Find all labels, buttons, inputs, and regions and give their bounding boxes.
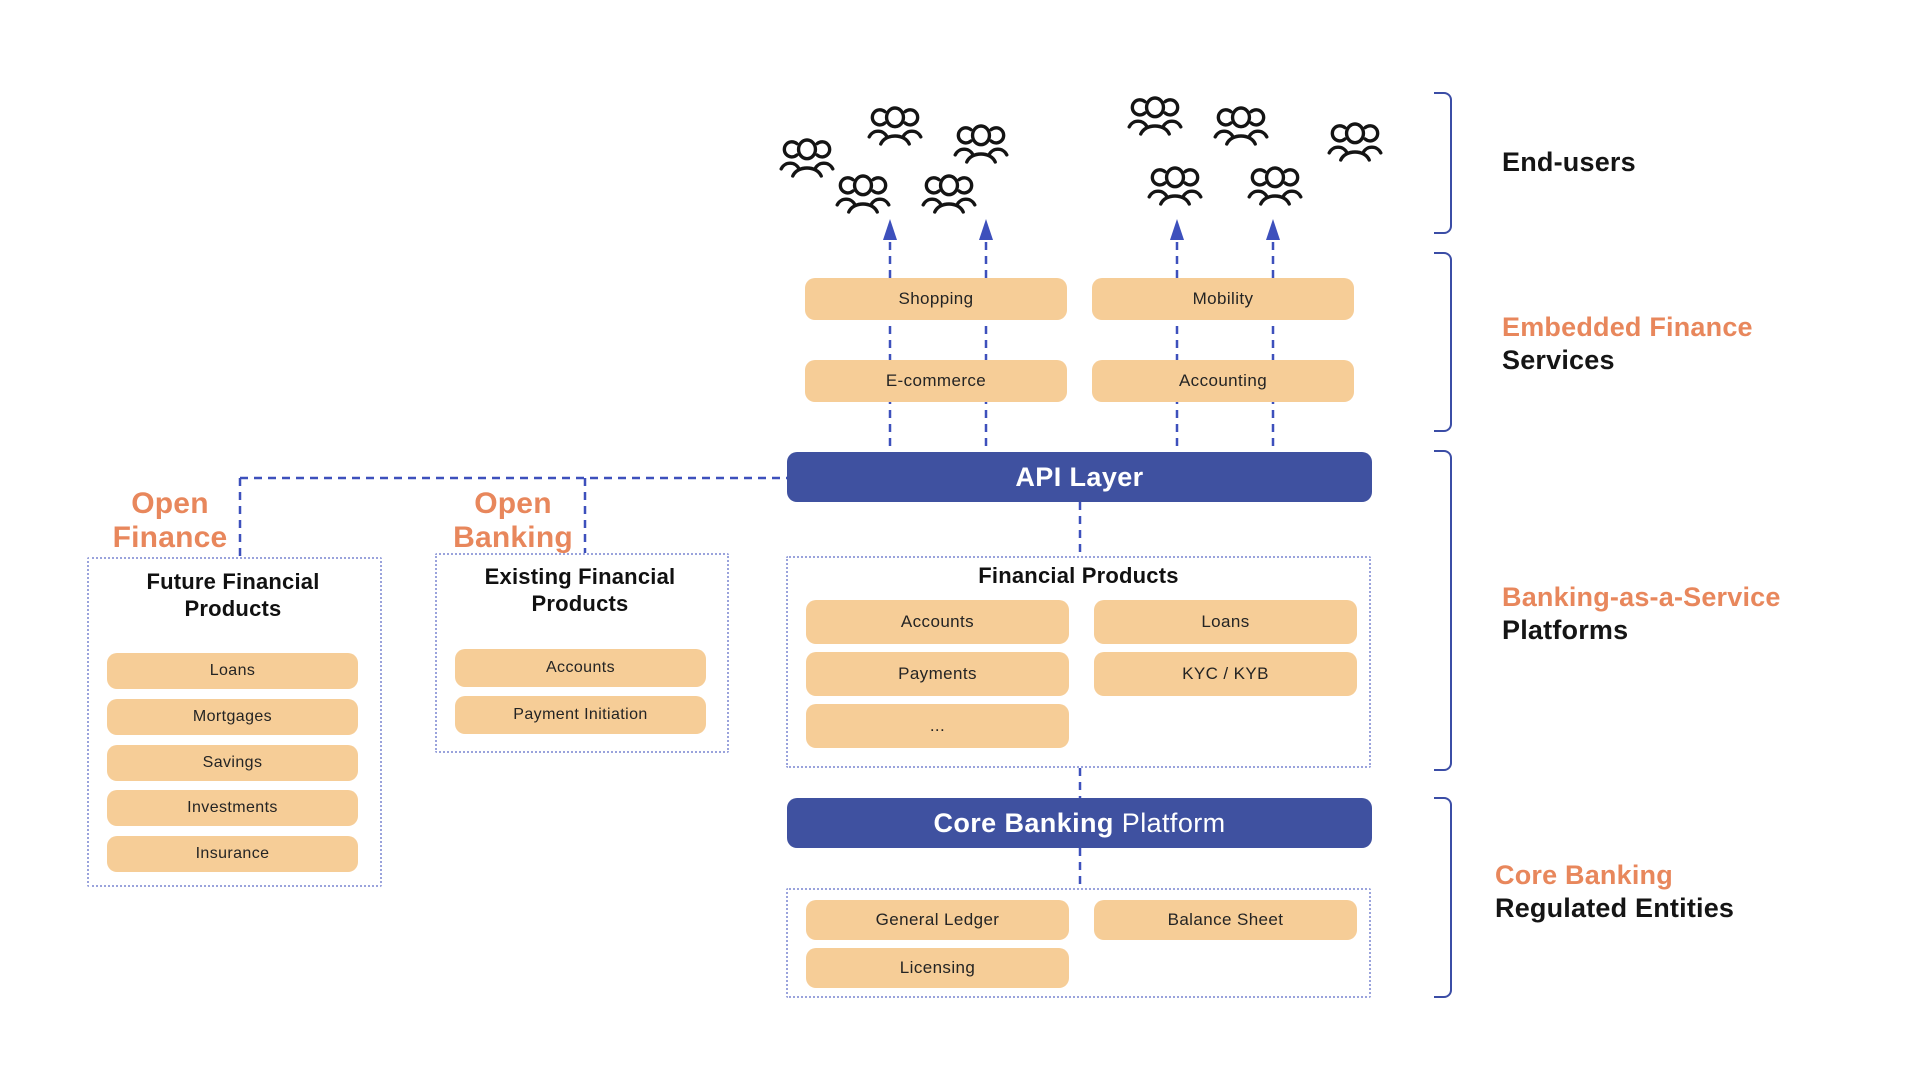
open-finance-title: Future Financial Products (146, 569, 320, 621)
label-embedded-finance: Embedded Finance Services (1502, 311, 1753, 377)
open-finance-item-mortgages: Mortgages (107, 699, 358, 735)
product-box-more: ... (806, 704, 1069, 748)
bracket-end-users (1434, 92, 1452, 234)
embedded-finance-rest-text: Services (1502, 345, 1615, 375)
financial-products-title: Financial Products (978, 563, 1179, 588)
service-box-ecommerce: E-commerce (805, 360, 1067, 402)
service-box-mobility: Mobility (1092, 278, 1354, 320)
open-banking-item-payment-initiation: Payment Initiation (455, 696, 706, 734)
arrowheads (883, 219, 1280, 240)
end-users-text: End-users (1502, 147, 1636, 177)
core-box-balance-sheet: Balance Sheet (1094, 900, 1357, 940)
bracket-embedded-finance (1434, 252, 1452, 432)
baas-rest-text: Platforms (1502, 615, 1629, 645)
users-group-icon (920, 172, 978, 220)
product-box-payments: Payments (806, 652, 1069, 696)
users-group-icon (834, 172, 892, 220)
api-layer-label: API Layer (1015, 461, 1144, 492)
label-core-banking: Core Banking Regulated Entities (1495, 859, 1734, 925)
users-group-icon (866, 104, 924, 152)
open-banking-item-accounts: Accounts (455, 649, 706, 687)
baas-accent-text: Banking-as-a-Service (1502, 582, 1781, 612)
label-baas: Banking-as-a-Service Platforms (1502, 581, 1781, 647)
bracket-core-banking (1434, 797, 1452, 998)
users-group-icon (1126, 94, 1184, 142)
open-finance-label: Open Finance (112, 487, 228, 554)
product-box-loans: Loans (1094, 600, 1357, 644)
product-box-accounts: Accounts (806, 600, 1069, 644)
open-finance-item-insurance: Insurance (107, 836, 358, 872)
core-box-general-ledger: General Ledger (806, 900, 1069, 940)
embedded-finance-accent-text: Embedded Finance (1502, 312, 1753, 342)
core-box-licensing: Licensing (806, 948, 1069, 988)
product-box-kyc-kyb: KYC / KYB (1094, 652, 1357, 696)
users-group-icon (1146, 164, 1204, 212)
core-banking-accent-text: Core Banking (1495, 860, 1673, 890)
core-banking-rest-text: Regulated Entities (1495, 893, 1735, 923)
users-group-icon (1326, 120, 1384, 168)
users-group-icon (778, 136, 836, 184)
service-box-shopping: Shopping (805, 278, 1067, 320)
service-box-accounting: Accounting (1092, 360, 1354, 402)
open-banking-title: Existing Financial Products (484, 564, 676, 616)
label-end-users: End-users (1502, 146, 1636, 179)
open-finance-item-loans: Loans (107, 653, 358, 689)
users-group-icon (952, 122, 1010, 170)
open-banking-label: Open Banking (453, 487, 573, 554)
bracket-baas (1434, 450, 1452, 771)
users-group-icon (1212, 104, 1270, 152)
core-banking-bar-label-bold: Core Banking (933, 807, 1114, 838)
open-finance-item-investments: Investments (107, 790, 358, 826)
core-banking-bar-label-regular: Platform (1121, 807, 1226, 838)
open-finance-item-savings: Savings (107, 745, 358, 781)
core-banking-bar: Core Banking Platform (787, 798, 1372, 848)
users-group-icon (1246, 164, 1304, 212)
api-layer-bar: API Layer (787, 452, 1372, 502)
